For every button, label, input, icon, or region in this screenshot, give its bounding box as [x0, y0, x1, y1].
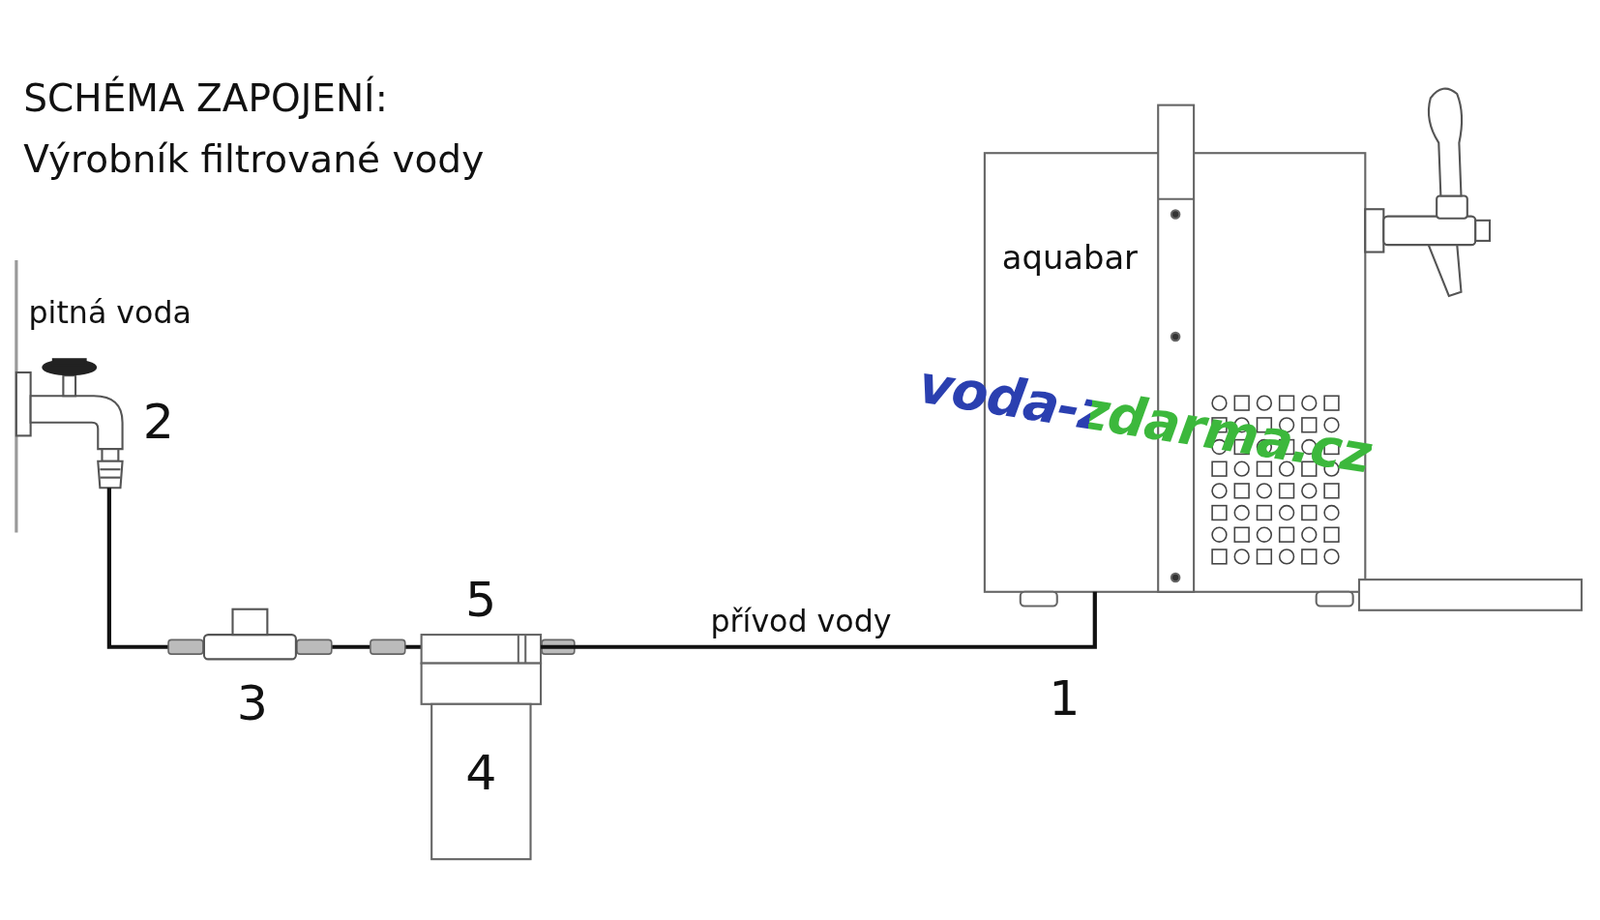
aquabar-machine — [1316, 592, 1354, 607]
callout-number: 5 — [465, 574, 497, 624]
water-hose — [109, 487, 424, 648]
beer-style-faucet — [1436, 196, 1468, 219]
aquabar-machine — [1171, 209, 1180, 218]
hose-fitting — [296, 639, 332, 654]
water-tap — [62, 375, 76, 396]
vent-grill — [1212, 527, 1227, 542]
pressure-valve — [204, 609, 297, 660]
water-filter — [421, 663, 541, 705]
aquabar-machine — [1171, 332, 1180, 341]
water-filter — [517, 634, 520, 664]
beer-style-faucet — [1364, 88, 1490, 297]
vent-grill — [1212, 549, 1227, 564]
water-hose — [109, 487, 424, 648]
water-tap — [99, 468, 120, 471]
vent-grill — [1257, 395, 1273, 411]
vent-grill — [1324, 549, 1339, 564]
vent-grill — [1212, 461, 1227, 476]
pressure-valve — [204, 634, 297, 659]
water-tap — [16, 358, 123, 488]
vent-grill — [1302, 395, 1317, 411]
line-label: přívod vody — [707, 606, 894, 638]
vent-grill — [1257, 549, 1273, 564]
vent-grill — [1302, 527, 1317, 542]
vent-grill — [1279, 505, 1295, 521]
vent-grill — [1212, 483, 1227, 499]
water-tap — [97, 461, 122, 488]
callout-number: 2 — [143, 395, 175, 445]
vent-grill — [1279, 395, 1295, 411]
aquabar-machine — [984, 105, 1582, 611]
water-filter — [421, 634, 541, 664]
water-filter — [524, 634, 527, 664]
vent-grill — [1257, 527, 1273, 542]
vent-grill — [1324, 483, 1339, 499]
vent-grill — [1257, 505, 1273, 521]
water-tap — [53, 358, 87, 365]
filter-housing: 4 — [421, 634, 541, 860]
water-supply-line — [540, 592, 1096, 648]
aquabar-machine — [1171, 573, 1180, 582]
device-label: aquabar — [1002, 241, 1138, 275]
callout-number: 4 — [465, 747, 497, 798]
aquabar-machine — [1020, 592, 1058, 607]
vent-grill — [1234, 505, 1249, 521]
water-filter — [431, 704, 531, 860]
vent-grill — [1324, 395, 1339, 411]
machine-box: aquabar — [984, 152, 1365, 593]
aquabar-machine — [1157, 198, 1194, 201]
aquabar-machine — [1359, 579, 1582, 611]
vent-grill — [1234, 461, 1249, 476]
vent-grill — [1324, 505, 1339, 521]
beer-style-faucet — [1383, 216, 1476, 246]
beer-style-faucet — [1364, 208, 1384, 252]
vent-grill — [1234, 527, 1249, 542]
water-tap — [99, 476, 120, 479]
vent-grill — [1302, 483, 1317, 499]
vent-grill — [1324, 527, 1339, 542]
aquabar-machine — [1157, 105, 1194, 593]
hose-fitting — [370, 639, 406, 654]
water-filter — [421, 634, 541, 860]
vent-grill — [1257, 483, 1273, 499]
beer-style-faucet — [1475, 220, 1490, 241]
beer-style-faucet — [1428, 88, 1462, 197]
vent-grill — [1234, 483, 1249, 499]
vent-grill — [1302, 505, 1317, 521]
vent-grill — [1302, 549, 1317, 564]
water-tap — [16, 372, 31, 436]
title: SCHÉMA ZAPOJENÍ: — [23, 79, 388, 118]
water-tap — [30, 395, 123, 449]
vent-grill — [1279, 549, 1295, 564]
vent-grill — [1279, 483, 1295, 499]
beer-style-faucet — [1428, 244, 1462, 297]
subtitle: Výrobník filtrované vody — [23, 141, 484, 179]
callout-number: 1 — [1048, 673, 1080, 723]
water-tap — [101, 448, 119, 462]
vent-grill — [1212, 505, 1227, 521]
pressure-valve — [232, 609, 267, 635]
callout-number: 3 — [237, 677, 268, 727]
vent-grill — [1234, 549, 1249, 564]
vent-grill — [1279, 527, 1295, 542]
source-label: pitná voda — [29, 297, 192, 329]
hose-fitting — [168, 639, 204, 654]
